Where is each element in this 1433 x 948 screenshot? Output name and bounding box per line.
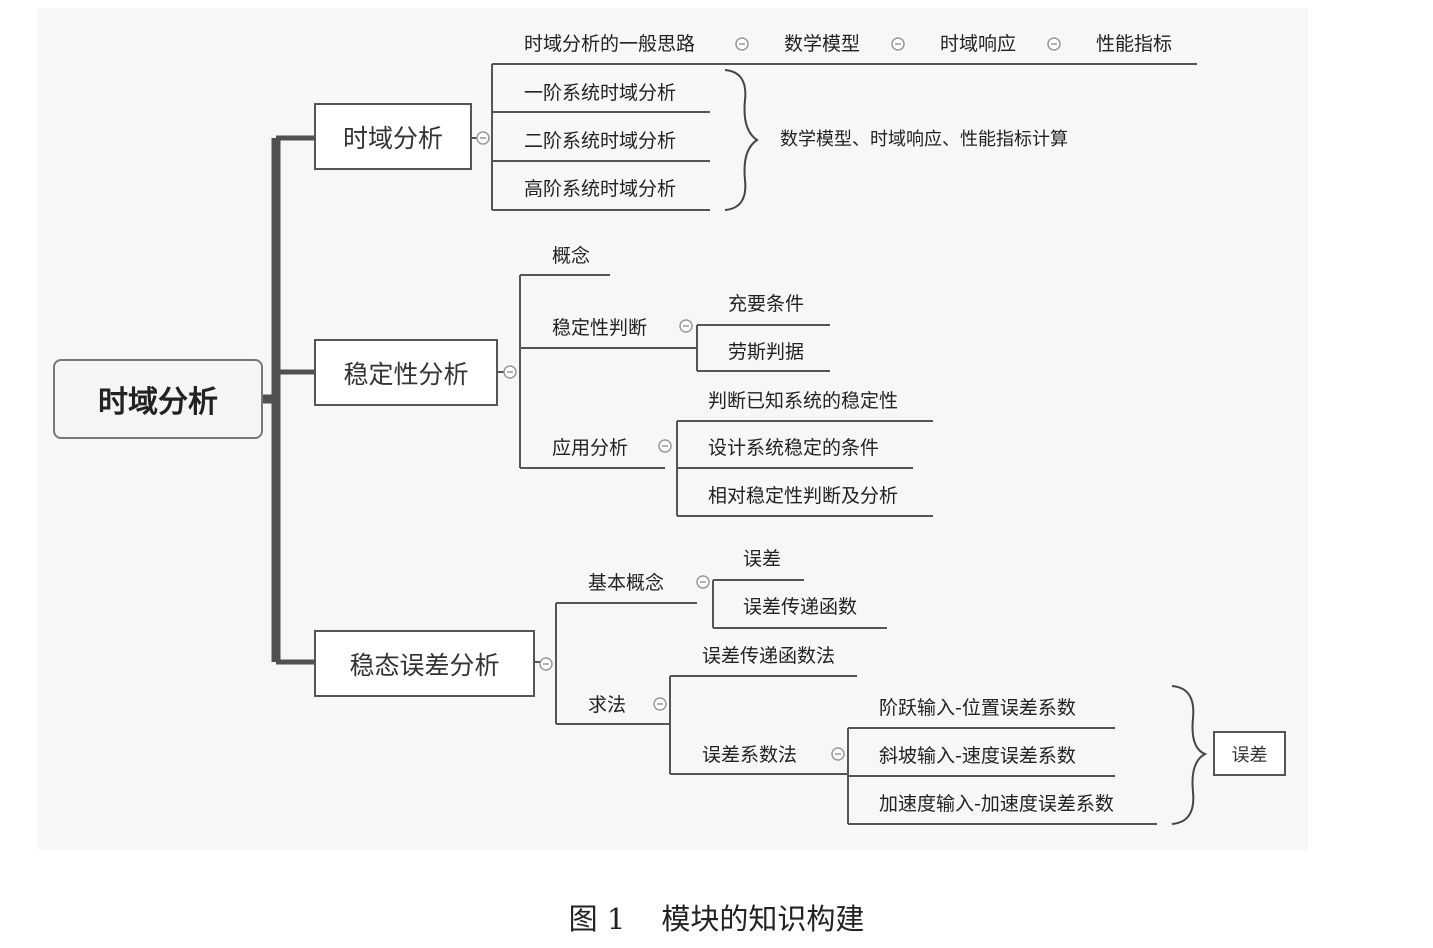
topline-item[interactable]: 性能指标	[1096, 33, 1173, 55]
judgement-child[interactable]: 劳斯判据	[728, 341, 805, 363]
application-child[interactable]: 设计系统稳定的条件	[708, 437, 880, 459]
method-node[interactable]: 求法	[588, 694, 627, 716]
coef-child[interactable]: 斜坡输入-速度误差系数	[879, 745, 1076, 767]
application-child[interactable]: 相对稳定性判断及分析	[708, 485, 899, 507]
b3-curly-brace	[1171, 685, 1208, 825]
b1-bracket	[491, 63, 1197, 211]
b2-bracket	[519, 274, 697, 469]
b2-judge-bracket	[696, 324, 830, 372]
brace-note: 数学模型、时域响应、性能指标计算	[780, 129, 1068, 150]
coef-child[interactable]: 阶跃输入-位置误差系数	[879, 697, 1076, 719]
topline-item[interactable]: 时域分析的一般思路	[524, 33, 696, 55]
stability-judgement[interactable]: 稳定性判断	[552, 317, 648, 339]
application-child[interactable]: 判断已知系统的稳定性	[708, 390, 899, 412]
judgement-child[interactable]: 充要条件	[728, 293, 805, 315]
root-node[interactable]: 时域分析	[53, 359, 263, 439]
figure-caption: 图 1 模块的知识构建	[0, 896, 1433, 938]
b3-bracket	[555, 602, 697, 725]
b3-method-bracket	[669, 675, 857, 775]
coef-method[interactable]: 误差系数法	[702, 744, 798, 766]
time-domain-item[interactable]: 一阶系统时域分析	[524, 82, 677, 104]
figure-title: 模块的知识构建	[661, 902, 865, 936]
branch-stability[interactable]: 稳定性分析	[314, 339, 498, 406]
error-box[interactable]: 误差	[1213, 731, 1286, 776]
coef-child[interactable]: 加速度输入-加速度误差系数	[879, 793, 1114, 815]
transfer-fn-method[interactable]: 误差传递函数法	[702, 645, 836, 667]
basic-concept[interactable]: 基本概念	[588, 572, 665, 594]
b3-coef-bracket	[847, 727, 1157, 825]
basic-child[interactable]: 误差	[743, 548, 782, 570]
b2-app-bracket	[676, 420, 933, 517]
branch-steady-error[interactable]: 稳态误差分析	[314, 630, 535, 697]
stability-concept[interactable]: 概念	[552, 245, 591, 267]
time-domain-item[interactable]: 高阶系统时域分析	[524, 178, 677, 200]
b1-curly-brace	[724, 69, 759, 211]
branch-time-domain[interactable]: 时域分析	[314, 103, 472, 170]
trunk-line	[263, 138, 281, 662]
topline-item[interactable]: 数学模型	[784, 33, 861, 55]
topline-item[interactable]: 时域响应	[940, 33, 1017, 55]
basic-child[interactable]: 误差传递函数	[743, 596, 858, 618]
time-domain-item[interactable]: 二阶系统时域分析	[524, 130, 677, 152]
b3-basic-bracket	[712, 579, 887, 629]
stability-application[interactable]: 应用分析	[552, 437, 629, 459]
figure-number: 图 1	[568, 902, 626, 936]
